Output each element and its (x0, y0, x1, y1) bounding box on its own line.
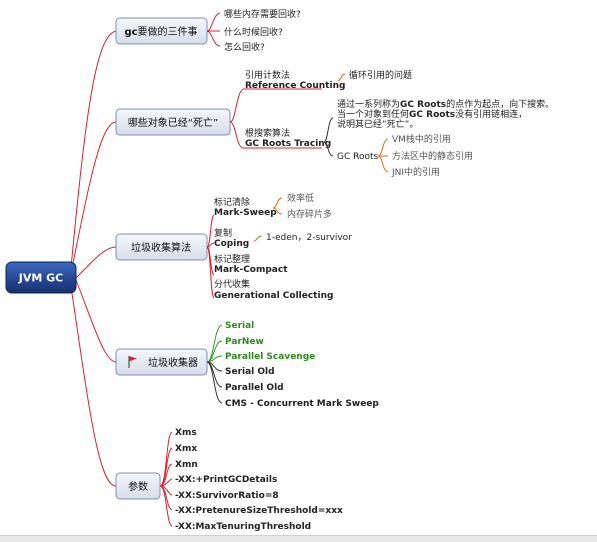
connector-copying-note (253, 235, 263, 242)
connector-gc-roots-tracing (323, 117, 334, 157)
gc-roots-item[interactable]: 方法区中的静态引用 (392, 150, 473, 162)
connector-gc-three-items (206, 12, 221, 47)
collector-item[interactable]: ParNew (225, 337, 264, 347)
gc-three-items: 哪些内存需要回收? 什么时候回收? 怎么回收? (224, 8, 301, 53)
connector-params-items (159, 431, 173, 527)
mark-sweep-note[interactable]: 内存碎片多 (287, 208, 332, 220)
node-params[interactable]: 参数 (115, 472, 161, 500)
algo-copying-en: Coping (214, 239, 249, 249)
connector-mark-sweep-notes (272, 197, 283, 215)
collector-item[interactable]: Serial Old (225, 367, 275, 377)
connector-collectors-black (206, 361, 223, 404)
ref-count-problem[interactable]: 循环引用的问题 (349, 69, 412, 81)
algo-generational[interactable]: 分代收集 Generational Collecting (214, 278, 333, 301)
collector-item[interactable]: Parallel Old (225, 383, 284, 393)
algo-mark-sweep-cn: 标记清除 (214, 196, 250, 208)
connector-ref-count-problem (337, 73, 346, 82)
gc-roots-item[interactable]: JNI中的引用 (391, 166, 440, 178)
gc-roots-desc-line-3: 说明其已经“死亡”。 (337, 118, 418, 130)
connector-dead-objects-children (229, 88, 322, 149)
connector-params (69, 279, 117, 487)
algo-copying[interactable]: 复制 Coping (214, 227, 249, 249)
gc-roots-label[interactable]: GC Roots (337, 152, 379, 162)
connector-collectors (75, 279, 117, 363)
red-flag-icon (128, 356, 137, 368)
gc-roots-tracing-cn: 根搜索算法 (245, 127, 290, 139)
node-dead-objects-label: 哪些对象已经“死亡” (128, 116, 218, 129)
window-bottom-bar (0, 535, 597, 542)
algo-generational-en: Generational Collecting (214, 291, 333, 301)
algo-copying-cn: 复制 (214, 227, 232, 239)
connector-dead-objects (69, 121, 117, 279)
param-item[interactable]: Xmx (175, 444, 197, 454)
param-item[interactable]: -XX:SurvivorRatio=8 (175, 491, 279, 501)
param-item[interactable]: -XX:+PrintGCDetails (175, 475, 277, 485)
connector-collectors-green (206, 324, 223, 363)
algo-mark-sweep[interactable]: 标记清除 Mark-Sweep (214, 196, 277, 218)
gc-roots-desc-line-1: 通过一系列称为GC Roots的点作为起点，向下搜索。 (337, 98, 554, 110)
node-gc-three-label: gc要做的三件事 (124, 25, 197, 38)
gc-roots-tracing-node[interactable]: 根搜索算法 GC Roots Tracing (245, 127, 331, 149)
ref-count-cn: 引用计数法 (245, 69, 290, 81)
gc-three-item[interactable]: 怎么回收? (224, 41, 265, 53)
main-branch-connectors (69, 30, 117, 487)
gc-roots-item[interactable]: VM栈中的引用 (392, 133, 451, 145)
param-item[interactable]: -XX:PretenureSizeThreshold=xxx (175, 506, 343, 516)
params-list: Xms Xmx Xmn -XX:+PrintGCDetails -XX:Surv… (175, 428, 343, 532)
algo-generational-cn: 分代收集 (214, 278, 250, 290)
param-item[interactable]: -XX:MaxTenuringThreshold (175, 522, 311, 532)
root-label: JVM GC (18, 272, 63, 285)
node-collectors-label: 垃圾收集器 (148, 356, 198, 369)
algo-mark-compact-en: Mark-Compact (214, 265, 288, 275)
root-node[interactable]: JVM GC (5, 261, 77, 294)
gc-roots-items: VM栈中的引用 方法区中的静态引用 JNI中的引用 (391, 133, 473, 178)
node-collectors[interactable]: 垃圾收集器 (115, 348, 208, 376)
gc-three-item[interactable]: 什么时候回收? (224, 26, 283, 38)
ref-count-en: Reference Counting (245, 81, 345, 91)
node-gc-three[interactable]: gc要做的三件事 (115, 17, 208, 45)
gc-three-item[interactable]: 哪些内存需要回收? (224, 8, 301, 20)
gc-roots-desc-line-2: 当一个对象到任何GC Roots没有引用链相连， (337, 108, 527, 120)
gc-roots-description[interactable]: 通过一系列称为GC Roots的点作为起点，向下搜索。 当一个对象到任何GC R… (337, 98, 554, 130)
param-item[interactable]: Xmn (175, 460, 198, 470)
algo-mark-compact-cn: 标记整理 (214, 253, 250, 265)
param-item[interactable]: Xms (175, 428, 197, 438)
mark-sweep-note[interactable]: 效率低 (287, 192, 314, 204)
connector-gc-three (69, 30, 117, 279)
copying-note[interactable]: 1-eden，2-survivor (266, 233, 352, 243)
connector-algorithms (75, 246, 117, 279)
gc-roots-tracing-en: GC Roots Tracing (245, 139, 331, 149)
collector-item[interactable]: CMS - Concurrent Mark Sweep (225, 399, 379, 409)
collector-item[interactable]: Parallel Scavenge (225, 352, 315, 362)
node-algorithms-label: 垃圾收集算法 (131, 241, 191, 254)
ref-count-node[interactable]: 引用计数法 Reference Counting (245, 69, 345, 91)
node-dead-objects[interactable]: 哪些对象已经“死亡” (115, 108, 231, 136)
node-params-label: 参数 (128, 480, 148, 493)
algo-mark-compact[interactable]: 标记整理 Mark-Compact (214, 253, 288, 275)
algo-mark-sweep-en: Mark-Sweep (214, 208, 277, 218)
connector-gc-roots-items (377, 138, 389, 173)
connector-algorithm-items (206, 214, 215, 299)
node-algorithms[interactable]: 垃圾收集算法 (115, 233, 208, 261)
collector-item[interactable]: Serial (225, 321, 254, 331)
collectors-list: Serial ParNew Parallel Scavenge Serial O… (225, 321, 379, 409)
